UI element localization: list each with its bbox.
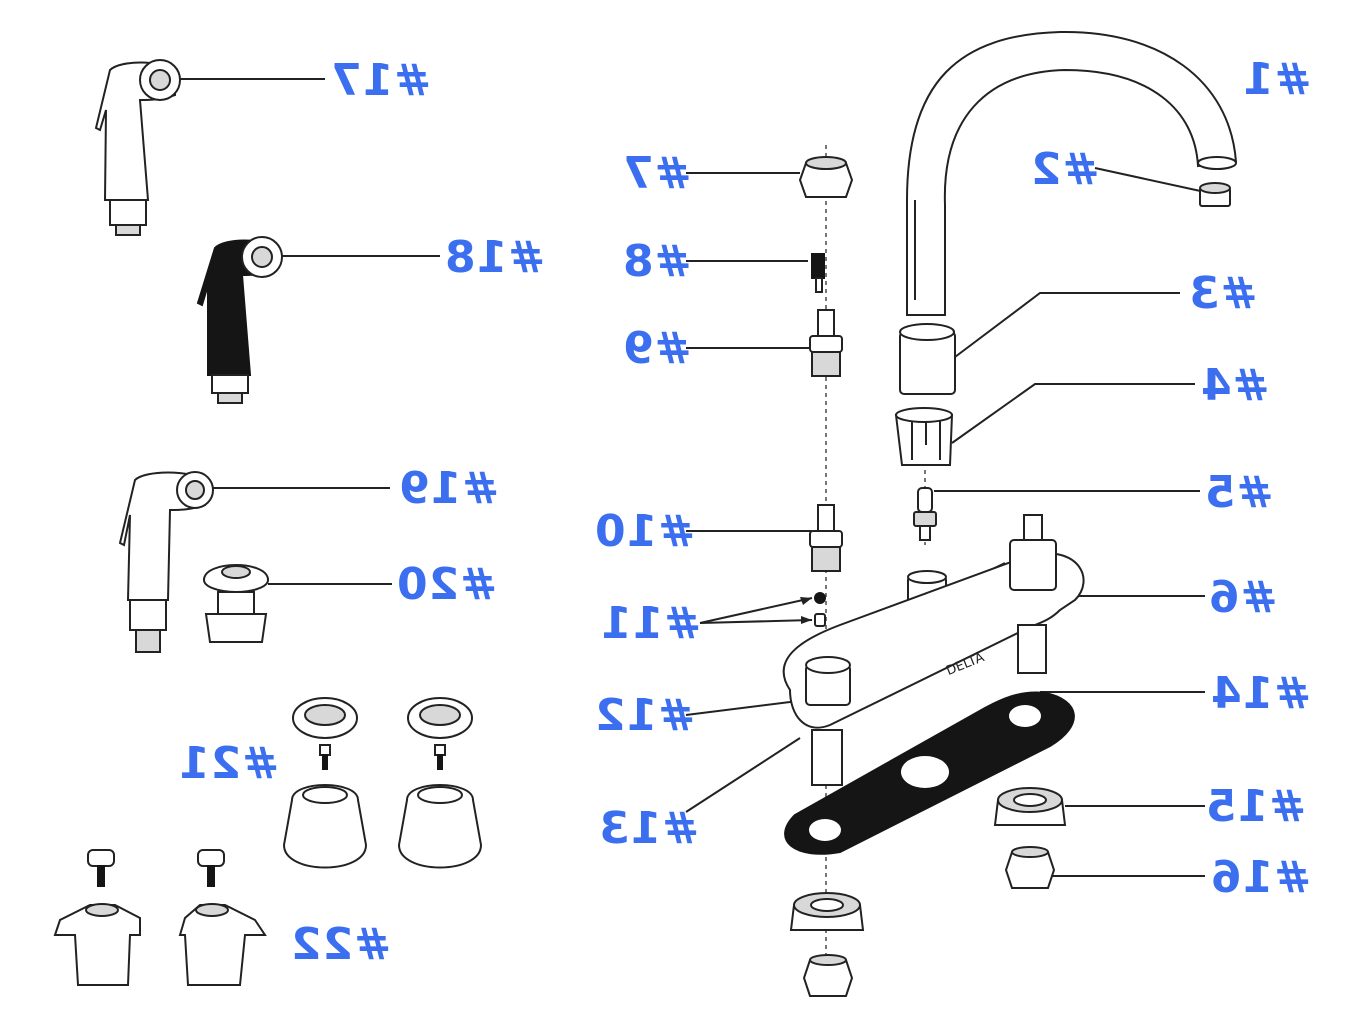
label-p1: #1 — [1242, 54, 1312, 105]
label-p16: #16 — [1210, 852, 1312, 903]
label-p8: #8 — [622, 236, 692, 287]
sprayer-black-part — [196, 236, 283, 404]
stem-key-part — [811, 253, 825, 293]
label-p2: #2 — [1030, 144, 1100, 195]
leader-p11-a — [699, 597, 813, 624]
leader-p2 — [1094, 167, 1206, 193]
valve-body-left-part — [805, 656, 851, 786]
arrow-p11-b — [801, 616, 812, 624]
locknut-right-part — [993, 787, 1067, 826]
label-p5: #5 — [1204, 467, 1274, 518]
label-p9: #9 — [622, 323, 692, 374]
coupling-nut-left-part — [802, 954, 854, 997]
diverter-part — [913, 487, 937, 541]
cartridge-lower-part — [809, 504, 843, 572]
spout-sleeve-part — [899, 323, 956, 395]
bonnet-nut-part — [798, 156, 854, 198]
gasket-hole-left — [809, 819, 841, 841]
base-plate-part — [782, 552, 1085, 729]
spring-part — [814, 613, 826, 627]
aerator-part — [1199, 182, 1231, 207]
label-p20: #20 — [396, 559, 498, 610]
coupling-nut-right-part — [1004, 846, 1056, 889]
cartridge-upper-part — [809, 309, 843, 377]
label-p12: #12 — [594, 690, 696, 741]
leader-p13 — [685, 737, 801, 813]
sprayer-part — [118, 471, 214, 653]
label-p3: #3 — [1188, 268, 1258, 319]
label-p17: #17 — [330, 55, 432, 106]
spout-tip — [1197, 156, 1237, 170]
leader-p4 — [951, 383, 1195, 444]
label-p19: #19 — [398, 463, 500, 514]
seat-part — [814, 592, 826, 604]
arrow-p11-a — [800, 597, 812, 605]
label-p10: #10 — [594, 506, 696, 557]
leader-lines — [180, 78, 1206, 877]
label-p21: #21 — [178, 738, 280, 789]
leader-p12 — [685, 699, 807, 716]
leader-p11-b — [699, 619, 813, 624]
label-p6: #6 — [1208, 572, 1278, 623]
knob-handle-left-part — [282, 697, 368, 869]
lever-handle-right-part — [178, 849, 267, 986]
sprayer-holder-part — [203, 564, 269, 643]
label-p22: #22 — [290, 919, 392, 970]
label-p11: #11 — [600, 598, 702, 649]
label-p7: #7 — [622, 148, 692, 199]
gasket-hole-right — [1009, 705, 1041, 727]
leader-p3 — [954, 292, 1180, 358]
label-p13: #13 — [598, 803, 700, 854]
knob-handle-right-part — [397, 697, 483, 869]
locknut-left-part — [789, 892, 865, 931]
sprayer-white-part — [94, 59, 181, 236]
label-p14: #14 — [1210, 668, 1312, 719]
spout-clip-part — [894, 407, 954, 466]
label-p4: #4 — [1200, 360, 1270, 411]
label-p18: #18 — [444, 232, 546, 283]
gasket-hole-center — [901, 756, 949, 788]
valve-body-right-part — [1009, 514, 1057, 674]
label-p15: #15 — [1205, 781, 1307, 832]
lever-handle-left-part — [53, 849, 141, 986]
